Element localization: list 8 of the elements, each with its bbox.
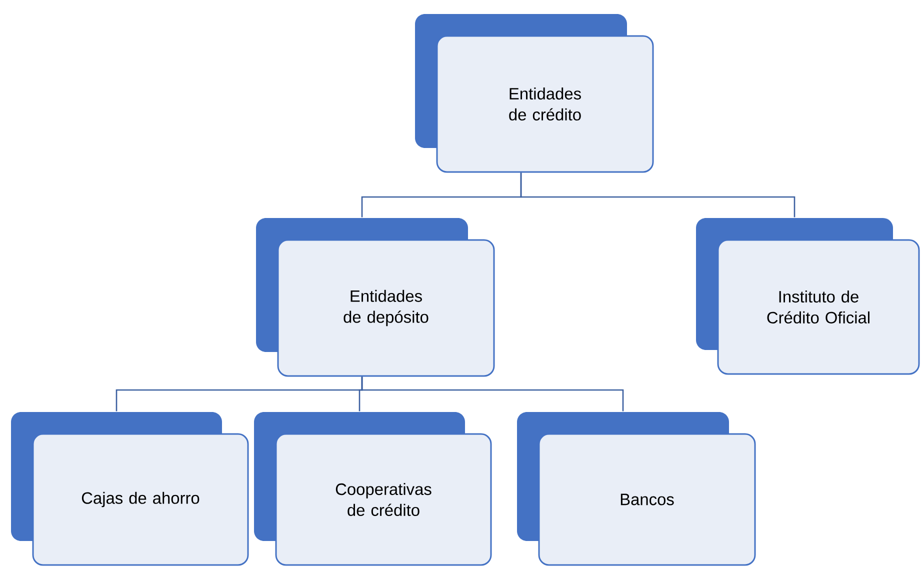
org-chart-box: Entidades de depósito [256,218,495,377]
connector-line [361,376,624,412]
org-chart-box: Instituto de Crédito Oficial [696,218,920,375]
connector-line [520,172,796,218]
org-chart-box: Entidades de crédito [415,14,654,173]
org-chart-box: Cajas de ahorro [11,412,249,566]
org-chart-box: Cooperativas de crédito [254,412,492,566]
org-chart-box: Bancos [517,412,756,566]
